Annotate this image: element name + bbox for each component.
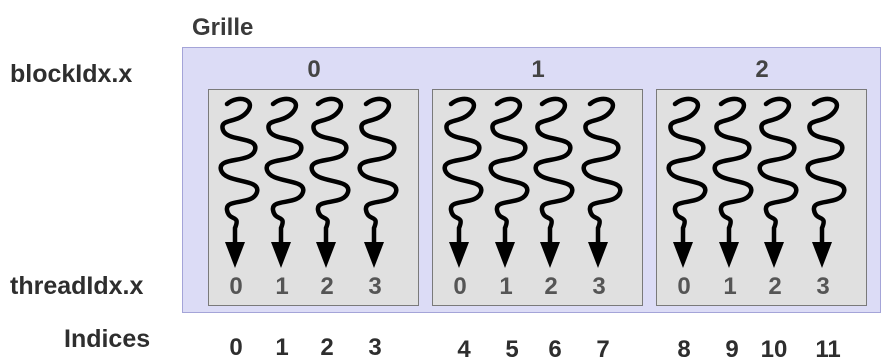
block-idx-label: blockIdx.x [10,60,133,88]
global-index: 4 [457,336,471,363]
indices-label: Indices [64,325,151,353]
global-index: 1 [275,334,289,361]
global-index: 11 [815,336,841,363]
thread-number: 3 [816,273,830,300]
thread-number: 1 [275,273,289,300]
global-index: 5 [505,336,519,363]
thread-number: 2 [768,273,782,300]
thread-number: 0 [229,273,243,300]
global-index: 2 [320,334,334,361]
thread-number: 1 [499,273,513,300]
thread-number: 2 [320,273,334,300]
block-number-0: 0 [307,56,321,83]
block-number-2: 2 [755,56,769,83]
global-index: 6 [548,336,562,363]
thread-number: 3 [368,273,382,300]
thread-number: 2 [544,273,558,300]
global-index: 0 [229,334,243,361]
block-number-1: 1 [531,56,545,83]
thread-idx-label: threadIdx.x [10,272,144,300]
thread-number: 3 [592,273,606,300]
global-index: 8 [677,336,691,363]
thread-number: 0 [677,273,691,300]
global-index: 9 [725,336,739,363]
grid-title: Grille [192,14,254,41]
global-index: 3 [368,334,382,361]
thread-number: 1 [723,273,737,300]
thread-number: 0 [453,273,467,300]
global-index: 7 [596,336,610,363]
global-index: 10 [760,336,788,363]
